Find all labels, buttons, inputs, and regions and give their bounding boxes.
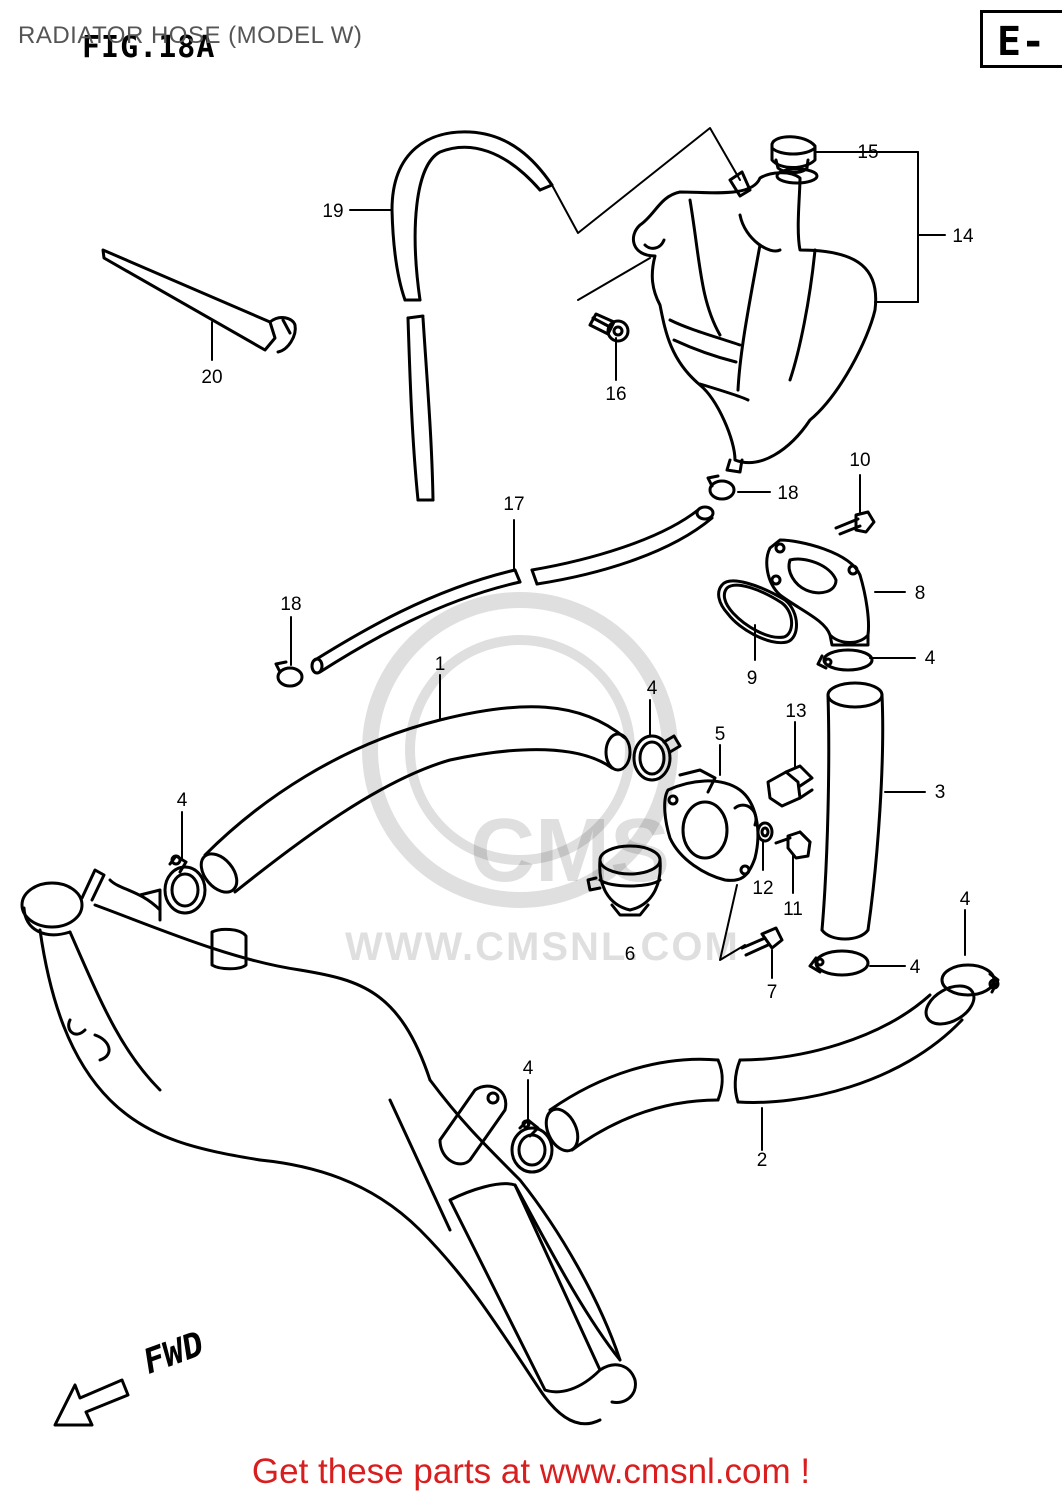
part-14-reservoir-tank bbox=[631, 167, 878, 474]
part-1-radiator-hose bbox=[199, 705, 632, 894]
watermark-cms: CMS bbox=[470, 801, 670, 901]
callout-3: 3 bbox=[935, 782, 946, 803]
callout-4-top-right: 4 bbox=[925, 648, 936, 669]
part-4-hose-clamp-center bbox=[632, 734, 682, 782]
figure-number: FIG.18A bbox=[82, 30, 216, 65]
callout-18-lower: 18 bbox=[280, 594, 301, 615]
part-2-radiator-hose bbox=[544, 984, 976, 1153]
callout-4-right: 4 bbox=[960, 889, 971, 910]
part-3-radiator-hose bbox=[820, 681, 885, 941]
callout-20: 20 bbox=[201, 367, 222, 388]
part-4-hose-clamp-bottom bbox=[510, 1118, 554, 1174]
callout-7: 7 bbox=[767, 982, 778, 1003]
part-18-hose-clip-lower bbox=[274, 660, 304, 688]
part-20-stay-bracket bbox=[101, 248, 297, 354]
watermark-logo bbox=[320, 560, 720, 980]
callout-16: 16 bbox=[605, 384, 626, 405]
part-5-thermostat-housing bbox=[663, 768, 760, 882]
part-12-washer bbox=[756, 821, 774, 843]
part-19-overflow-hose bbox=[390, 130, 554, 502]
callout-5: 5 bbox=[715, 724, 726, 745]
callout-13: 13 bbox=[785, 701, 806, 722]
part-4-hose-clamp-top-right bbox=[816, 648, 874, 672]
page-title: RADIATOR HOSE (MODEL W) bbox=[18, 22, 363, 49]
part-17-breather-hose bbox=[310, 505, 715, 675]
part-4-hose-clamp-left bbox=[163, 854, 207, 915]
section-tab: E- bbox=[980, 10, 1062, 68]
callout-4-center: 4 bbox=[647, 678, 658, 699]
callout-4-left: 4 bbox=[177, 790, 188, 811]
callout-15: 15 bbox=[857, 142, 878, 163]
callout-14: 14 bbox=[952, 226, 974, 247]
callout-9: 9 bbox=[747, 668, 758, 689]
part-7-bolt bbox=[740, 926, 784, 957]
part-8-thermostat-cover bbox=[765, 538, 870, 647]
callout-10: 10 bbox=[849, 450, 870, 471]
footer-link[interactable]: Get these parts at www.cmsnl.com ! bbox=[251, 1452, 811, 1491]
part-16-bolt bbox=[588, 312, 630, 343]
watermark-url: WWW.CMSNL.COM bbox=[345, 925, 740, 969]
part-15-tank-cap bbox=[770, 135, 817, 174]
callout-1: 1 bbox=[435, 654, 446, 675]
callout-12: 12 bbox=[752, 878, 773, 899]
part-4-hose-clamp-right bbox=[940, 963, 1000, 997]
leader-lines-upper bbox=[181, 127, 966, 1151]
section-label: E- bbox=[997, 19, 1046, 65]
callout-18-upper: 18 bbox=[777, 483, 798, 504]
tank-nipple bbox=[728, 170, 752, 198]
callout-6: 6 bbox=[625, 944, 636, 965]
callout-2: 2 bbox=[757, 1150, 768, 1171]
callout-19: 19 bbox=[322, 201, 343, 222]
part-13-temp-sensor bbox=[766, 764, 814, 808]
part-4-hose-clamp-bottom-center bbox=[808, 949, 870, 977]
part-9-o-ring bbox=[717, 579, 798, 645]
callout-4-bottom: 4 bbox=[523, 1058, 534, 1079]
callout-4-bottom-center: 4 bbox=[910, 957, 921, 978]
part-11-bleed-bolt bbox=[774, 830, 812, 860]
callout-11: 11 bbox=[783, 899, 803, 920]
part-6-thermostat bbox=[586, 844, 662, 917]
part-18-hose-clip-upper bbox=[706, 474, 736, 501]
radiator-assembly bbox=[20, 868, 637, 1426]
callout-8: 8 bbox=[915, 583, 926, 604]
forward-direction-arrow bbox=[53, 1378, 130, 1427]
part-10-bolt bbox=[834, 510, 876, 536]
part-callouts: 19 15 14 20 16 17 18 18 10 8 9 4 1 4 5 1… bbox=[177, 142, 974, 1171]
callout-17: 17 bbox=[503, 494, 524, 515]
